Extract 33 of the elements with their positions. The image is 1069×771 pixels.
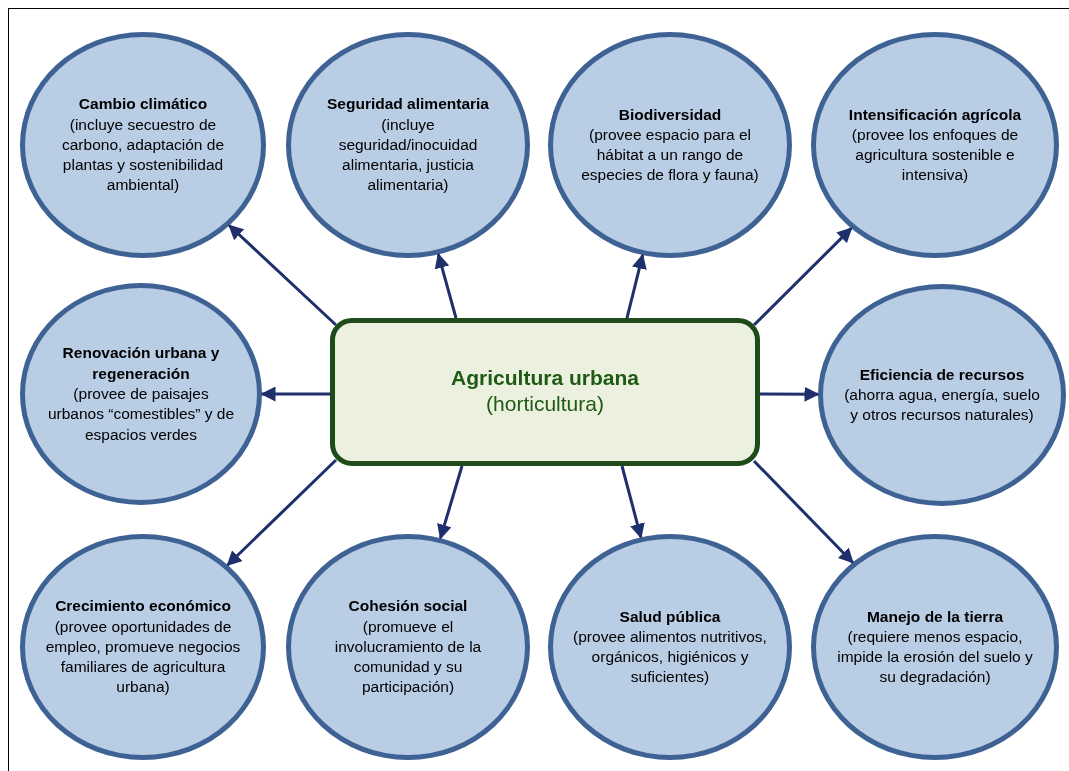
arrow: [228, 224, 338, 327]
arrow: [226, 458, 338, 567]
node-title: Cohesión social: [348, 596, 468, 617]
node-description: (provee alimentos nutritivos, orgánicos, higiénicos y suficientes): [573, 627, 767, 688]
arrow: [752, 459, 854, 564]
node-title: Salud pública: [619, 606, 721, 627]
node-title: Renovación urbana y regeneración: [61, 343, 221, 384]
arrow: [760, 386, 820, 402]
arrow: [625, 253, 647, 319]
node-description: (incluye seguridad/inocuidad alimentaria, justicia alimentaria): [337, 114, 479, 196]
node-title: Intensificación agrícola: [848, 104, 1022, 125]
node-title: Cambio climático: [78, 94, 208, 115]
node-title: Biodiversidad: [618, 104, 722, 125]
node-description: (provee de paisajes urbanos “comestibles” y de espacios verdes: [46, 384, 236, 445]
node-description: (provee oportunidades de empleo, promueve negocios familiares de agricultura urbana): [45, 616, 241, 698]
node-title: Seguridad alimentaria: [327, 94, 489, 115]
node-title: Agricultura urbana: [451, 366, 639, 391]
central-box: [330, 318, 760, 466]
node-title: Manejo de la tierra: [866, 606, 1004, 627]
arrow: [437, 465, 464, 540]
node-description: (incluye secuestro de carbono, adaptación de plantas y sostenibilidad ambiental): [61, 114, 225, 196]
arrow: [260, 386, 330, 402]
node-description: (provee los enfoques de agricultura sostenible e intensiva): [850, 125, 1020, 186]
arrow: [434, 253, 458, 319]
node-description: (promueve el involucramiento de la comunidad y su participación): [333, 616, 483, 698]
arrow: [752, 227, 853, 327]
node-description: (provee espacio para el hábitat a un rango de especies de flora y fauna): [580, 125, 760, 186]
node-title: Eficiencia de recursos: [859, 364, 1025, 385]
node-description: (ahorra agua, energía, suelo y otros recursos naturales): [843, 385, 1041, 426]
node-title: Crecimiento económico: [55, 596, 231, 617]
arrow: [620, 465, 645, 539]
node-description: (requiere menos espacio, impide la erosión del suelo y su degradación): [836, 627, 1034, 688]
node-description: (horticultura): [486, 391, 604, 418]
